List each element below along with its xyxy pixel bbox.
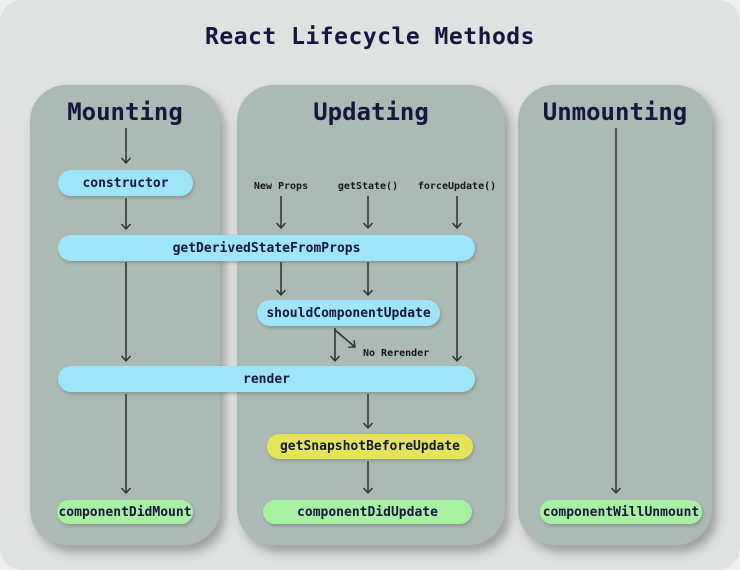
column-unmounting: Unmounting bbox=[518, 85, 712, 545]
node-render: render bbox=[58, 366, 475, 392]
diagram-title: React Lifecycle Methods bbox=[205, 24, 535, 50]
label-getstate: getState() bbox=[337, 181, 399, 192]
node-componentdidmount: componentDidMount bbox=[57, 500, 193, 524]
node-componentdidupdate: componentDidUpdate bbox=[263, 500, 472, 524]
node-getderivedstatefromprops: getDerivedStateFromProps bbox=[58, 235, 475, 261]
node-componentwillunmount: componentWillUnmount bbox=[540, 500, 702, 524]
node-getsnapshotbeforeupdate: getSnapshotBeforeUpdate bbox=[267, 434, 473, 459]
column-mounting: Mounting bbox=[30, 85, 220, 545]
label-no-rerender: No Rerender bbox=[363, 348, 430, 359]
node-constructor: constructor bbox=[58, 170, 193, 196]
column-unmounting-heading: Unmounting bbox=[542, 98, 688, 126]
label-new-props: New Props bbox=[253, 181, 309, 192]
label-forceupdate: forceUpdate() bbox=[417, 181, 497, 192]
node-shouldcomponentupdate: shouldComponentUpdate bbox=[257, 300, 440, 326]
column-mounting-heading: Mounting bbox=[67, 98, 183, 126]
column-updating-heading: Updating bbox=[313, 98, 429, 126]
